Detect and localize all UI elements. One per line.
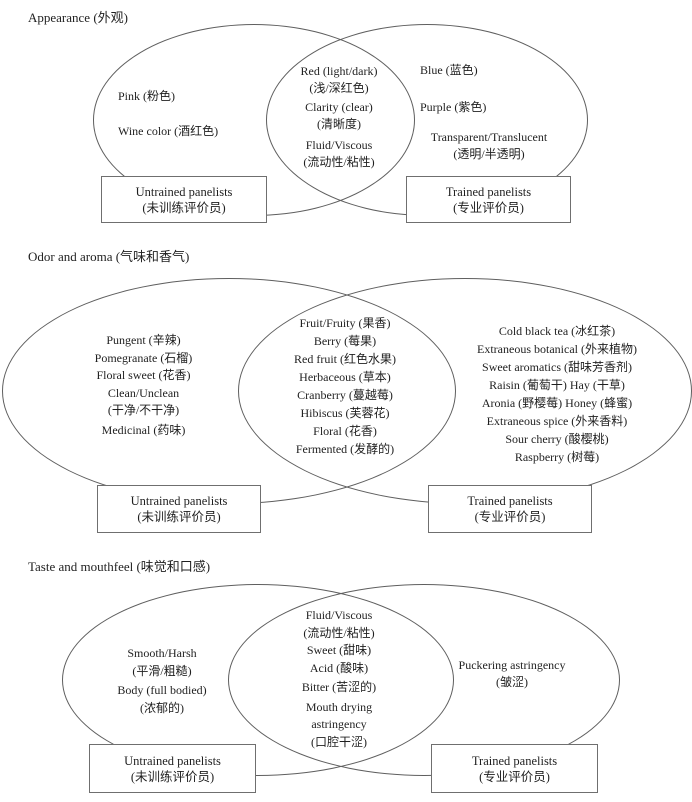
venn-title-taste-mouthfeel: Taste and mouthfeel (味觉和口感) bbox=[28, 559, 211, 574]
venn-item: (浓郁的) bbox=[140, 700, 184, 715]
venn-item: Berry (莓果) bbox=[313, 334, 377, 348]
venn-item: Medicinal (药味) bbox=[101, 422, 186, 437]
venn-item: Wine color (酒红色) bbox=[118, 124, 219, 138]
venn-item: Sweet aromatics (甜味芳香剂) bbox=[482, 360, 632, 374]
venn-item: Red (light/dark) bbox=[300, 64, 378, 78]
venn-item: Pungent (辛辣) bbox=[106, 333, 181, 347]
venn-item-block: Transparent/Translucent (透明/半透明) bbox=[405, 129, 573, 162]
venn-item: Sour cherry (酸樱桃) bbox=[505, 432, 609, 446]
shared-items-block: Fruit/Fruity (果香) Berry (莓果) Red fruit (… bbox=[260, 314, 430, 458]
venn-item: (透明/半透明) bbox=[453, 146, 525, 161]
untrained-panelists-label-cn: (未训练评价员) bbox=[137, 510, 221, 524]
venn-item: Purple (紫色) bbox=[420, 100, 487, 114]
venn-title-appearance: Appearance (外观) bbox=[28, 10, 128, 25]
venn-item: Hibiscus (芙蓉花) bbox=[300, 406, 390, 420]
venn-item: (平滑/粗糙) bbox=[132, 663, 192, 678]
shared-items-block: Red (light/dark) (浅/深红色) Clarity (clear)… bbox=[269, 63, 409, 171]
trained-items-block: Puckering astringency (皱涩) bbox=[424, 657, 600, 691]
trained-items-block: Cold black tea (冰红茶) Extraneous botanica… bbox=[438, 322, 676, 466]
untrained-panelists-label: Untrained panelists bbox=[130, 494, 228, 508]
venn-item: astringency bbox=[311, 717, 367, 731]
venn-item: Fluid/Viscous bbox=[305, 608, 373, 622]
venn-item: Puckering astringency bbox=[458, 658, 566, 672]
untrained-panelists-label: Untrained panelists bbox=[124, 753, 221, 768]
venn-item: (浅/深红色) bbox=[309, 81, 369, 95]
venn-item: (流动性/粘性) bbox=[303, 155, 375, 169]
venn-item: Cold black tea (冰红茶) bbox=[498, 324, 616, 338]
untrained-panelists-box: Untrained panelists (未训练评价员) bbox=[89, 744, 256, 793]
venn-item: Fermented (发酵的) bbox=[295, 442, 395, 456]
untrained-panelists-label-cn: (未训练评价员) bbox=[142, 200, 226, 215]
trained-panelists-box: Trained panelists (专业评价员) bbox=[428, 485, 592, 533]
venn-item: Mouth drying bbox=[305, 699, 373, 714]
venn-item: Blue (蓝色) bbox=[420, 63, 478, 77]
venn-item: Raisin (葡萄干) Hay (干草) bbox=[489, 378, 625, 392]
venn-item: (干净/不干净) bbox=[107, 403, 180, 417]
venn-item: Acid (酸味) bbox=[309, 660, 369, 675]
trained-panelists-label: Trained panelists bbox=[467, 494, 553, 508]
venn-item: Pomegranate (石榴) bbox=[94, 350, 193, 365]
venn-item: Red fruit (红色水果) bbox=[294, 352, 396, 366]
venn-item: (皱涩) bbox=[496, 675, 528, 689]
venn-item: Raspberry (树莓) bbox=[514, 450, 600, 464]
venn-item: Extraneous botanical (外来植物) bbox=[477, 342, 637, 356]
trained-panelists-box: Trained panelists (专业评价员) bbox=[431, 744, 598, 793]
venn-item: Fluid/Viscous bbox=[305, 138, 373, 152]
trained-panelists-label: Trained panelists bbox=[445, 184, 532, 199]
venn-title-odor-aroma: Odor and aroma (气味和香气) bbox=[28, 249, 190, 264]
venn-item: Aronia (野樱莓) Honey (蜂蜜) bbox=[481, 396, 633, 410]
untrained-panelists-label-cn: (未训练评价员) bbox=[130, 769, 215, 784]
venn-item: Clarity (clear) bbox=[305, 100, 373, 114]
venn-item: Herbaceous (草本) bbox=[299, 370, 391, 384]
venn-item: Bitter (苦涩的) bbox=[301, 680, 377, 694]
untrained-panelists-box: Untrained panelists (未训练评价员) bbox=[97, 485, 261, 533]
trained-panelists-label-cn: (专业评价员) bbox=[474, 510, 546, 524]
untrained-items-block: Smooth/Harsh (平滑/粗糙) Body (full bodied) … bbox=[73, 645, 251, 717]
venn-item: Extraneous spice (外来香料) bbox=[486, 414, 628, 428]
shared-items-block: Fluid/Viscous (流动性/粘性) Sweet (甜味) Acid (… bbox=[266, 607, 412, 751]
venn-item: (口腔干涩) bbox=[311, 734, 367, 749]
venn-item: Pink (粉色) bbox=[118, 89, 176, 103]
venn-item: Clean/Unclean bbox=[107, 385, 180, 400]
trained-panelists-label: Trained panelists bbox=[471, 753, 558, 768]
trained-panelists-label-cn: (专业评价员) bbox=[453, 200, 524, 215]
venn-item: Transparent/Translucent bbox=[430, 130, 548, 144]
untrained-panelists-label: Untrained panelists bbox=[135, 184, 233, 199]
venn-item: Floral sweet (花香) bbox=[96, 368, 191, 382]
venn-item: Cranberry (蔓越莓) bbox=[297, 388, 393, 402]
untrained-items-block: Pungent (辛辣) Pomegranate (石榴) Floral swe… bbox=[56, 332, 231, 439]
venn-item: Body (full bodied) bbox=[117, 683, 207, 697]
trained-panelists-box: Trained panelists (专业评价员) bbox=[406, 176, 571, 223]
trained-ellipse bbox=[228, 584, 620, 776]
venn-item: Fruit/Fruity (果香) bbox=[299, 316, 391, 330]
trained-panelists-label-cn: (专业评价员) bbox=[479, 769, 550, 784]
venn-item: Floral (花香) bbox=[313, 424, 377, 438]
venn-item: (清晰度) bbox=[317, 117, 361, 131]
venn-item: (流动性/粘性) bbox=[303, 625, 375, 640]
venn-item: Sweet (甜味) bbox=[306, 643, 372, 657]
venn-item: Smooth/Harsh bbox=[127, 646, 197, 660]
untrained-panelists-box: Untrained panelists (未训练评价员) bbox=[101, 176, 267, 223]
